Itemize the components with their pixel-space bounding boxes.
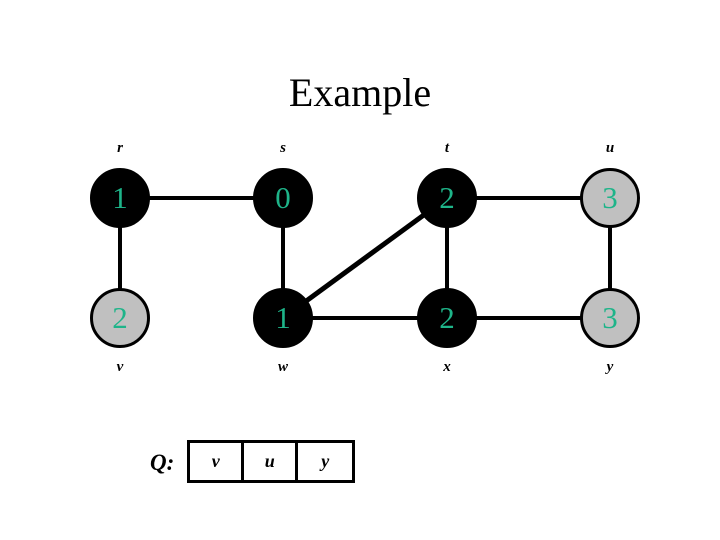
graph-node-u-label: u [605, 140, 615, 156]
graph-node-x[interactable]: 2 [417, 288, 477, 348]
graph-node-v-label: v [116, 359, 124, 375]
graph-node-r-value: 1 [112, 179, 128, 215]
graph-node-s-label: s [280, 140, 286, 156]
graph-node-r[interactable]: 1 [90, 168, 150, 228]
graph-node-w-label: w [277, 359, 288, 375]
graph-node-w-value: 1 [275, 299, 291, 335]
queue-label: Q: [150, 449, 175, 475]
graph-node-x-value: 2 [439, 299, 455, 335]
graph-node-t-label: t [444, 140, 450, 156]
queue-cell-1[interactable]: u [244, 442, 299, 480]
graph-edge-w-t [281, 195, 449, 321]
graph-node-y-value: 3 [602, 299, 618, 335]
graph-node-s-value: 0 [275, 179, 291, 215]
graph-node-u[interactable]: 3 [580, 168, 640, 228]
graph-node-v-value: 2 [112, 299, 128, 335]
graph-node-y[interactable]: 3 [580, 288, 640, 348]
queue-cell-2[interactable]: y [321, 451, 330, 471]
graph-node-t-value: 2 [439, 179, 455, 215]
graph-node-s[interactable]: 0 [253, 168, 313, 228]
graph-node-r-label: r [117, 140, 123, 156]
graph-node-u-value: 3 [602, 179, 618, 215]
queue-cell-0[interactable]: v [190, 442, 245, 480]
graph-node-t[interactable]: 2 [417, 168, 477, 228]
graph-node-x-label: x [443, 359, 451, 375]
graph-node-v[interactable]: 2 [90, 288, 150, 348]
graph-node-w[interactable]: 1 [253, 288, 313, 348]
page-title: Example [288, 70, 432, 115]
graph-node-y-label: y [606, 359, 614, 375]
